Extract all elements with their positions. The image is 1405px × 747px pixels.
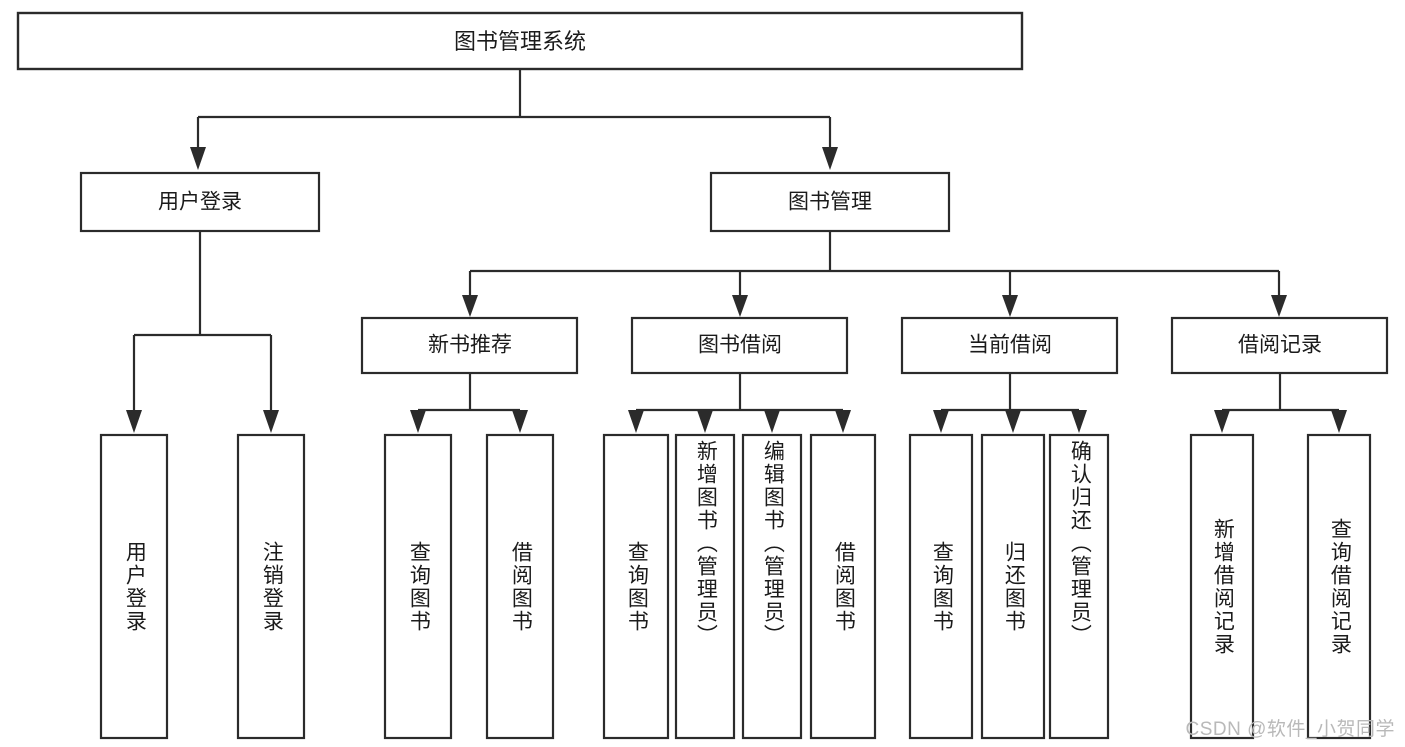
connector-book-management-children [462,231,1287,317]
leaf-box-query-book-1[interactable] [383,433,453,740]
arrow-down-icon [1005,410,1021,433]
node-current-borrow[interactable]: 当前借阅 [900,316,1119,375]
borrow-records-label: 借阅记录 [1238,334,1322,357]
connector-borrow-records-children [1214,373,1347,433]
connector-root-to-level1 [190,69,838,170]
leaf-box-borrow-book-2[interactable] [809,433,877,740]
leaf-box-query-book-3[interactable] [908,433,974,740]
arrow-down-icon [1002,295,1018,317]
arrow-down-icon [764,410,780,433]
node-root[interactable]: 图书管理系统 [16,11,1024,71]
arrow-down-icon [835,410,851,433]
book-management-label: 图书管理 [788,191,872,214]
connector-user-login-children [126,231,279,433]
node-new-book-recommend[interactable]: 新书推荐 [360,316,579,375]
connector-new-book-recommend-children [410,373,528,433]
leaf-box-edit-book-admin[interactable] [741,433,803,740]
leaf-box-borrow-book-1[interactable] [485,433,555,740]
leaf-box-add-book-admin[interactable] [674,433,736,740]
node-user-login[interactable]: 用户登录 [79,171,321,233]
new-book-recommend-label: 新书推荐 [428,334,512,357]
current-borrow-label: 当前借阅 [968,334,1052,357]
leaf-box-query-book-2[interactable] [602,433,670,740]
connector-book-borrow-children [628,373,851,433]
leaf-box-add-borrow-record[interactable] [1189,433,1255,740]
arrow-down-icon [933,410,949,433]
arrow-down-icon [263,410,279,433]
arrow-down-icon [697,410,713,433]
user-login-box[interactable] [79,171,321,233]
current-borrow-box[interactable] [900,316,1119,375]
arrow-down-icon [1071,410,1087,433]
arrow-down-icon [822,147,838,170]
connector-current-borrow-children [933,373,1087,433]
new-book-recommend-box[interactable] [360,316,579,375]
root-box[interactable] [16,11,1024,71]
arrow-down-icon [732,295,748,317]
arrow-down-icon [462,295,478,317]
arrow-down-icon [1271,295,1287,317]
leaf-box-return-book[interactable] [980,433,1046,740]
arrow-down-icon [628,410,644,433]
node-book-management[interactable]: 图书管理 [709,171,951,233]
arrow-down-icon [1214,410,1230,433]
arrow-down-icon [410,410,426,433]
leaf-box-user-login-do[interactable] [99,433,169,740]
book-borrow-label: 图书借阅 [698,334,782,357]
user-login-label: 用户登录 [158,191,242,214]
node-book-borrow[interactable]: 图书借阅 [630,316,849,375]
arrow-down-icon [126,410,142,433]
root-label: 图书管理系统 [454,29,586,54]
leaf-box-confirm-return-admin[interactable] [1048,433,1110,740]
leaf-box-query-borrow-record[interactable] [1306,433,1372,740]
arrow-down-icon [512,410,528,433]
arrow-down-icon [190,147,206,170]
node-borrow-records[interactable]: 借阅记录 [1170,316,1389,375]
leaf-box-user-logout[interactable] [236,433,306,740]
arrow-down-icon [1331,410,1347,433]
